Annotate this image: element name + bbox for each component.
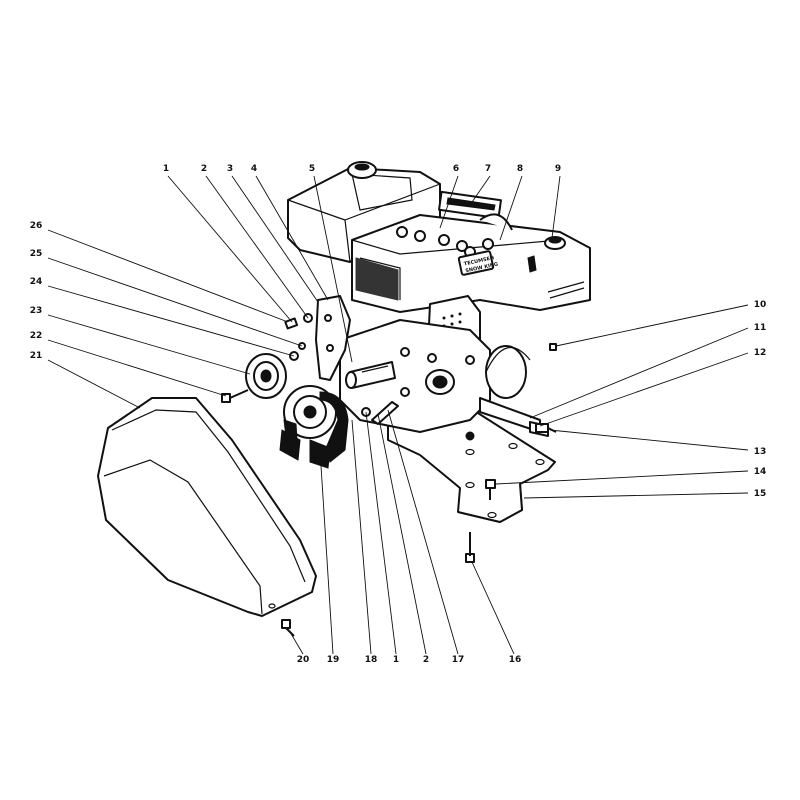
leader-16 (471, 561, 515, 655)
callout-24: 24 (30, 277, 43, 287)
callout-6: 6 (453, 164, 459, 174)
crankcase (339, 319, 549, 441)
leader-26 (47, 229, 289, 323)
belt-guard-cover (97, 397, 317, 617)
leader-18 (351, 419, 372, 655)
bolt-13 (535, 423, 557, 433)
callout-17: 17 (452, 655, 465, 665)
bolt-1 (284, 317, 299, 330)
callout-7: 7 (485, 164, 491, 174)
callout-numbers: 1 2 3 4 5 6 7 8 9 10 11 12 13 14 15 16 1… (30, 164, 767, 665)
crankshaft (345, 361, 396, 389)
leader-3 (231, 175, 319, 303)
leader-21 (47, 359, 141, 409)
callout-18: 18 (365, 655, 378, 665)
callout-11: 11 (754, 323, 767, 333)
leader-12 (539, 352, 749, 427)
bolt-20 (281, 619, 295, 637)
leader-4 (255, 175, 329, 301)
callout-16: 16 (509, 655, 522, 665)
callout-3: 3 (227, 164, 233, 174)
callout-26: 26 (30, 221, 43, 231)
callout-13: 13 (754, 447, 767, 457)
leader-23 (47, 314, 251, 375)
callout-2: 2 (201, 164, 207, 174)
bolt-14 (485, 479, 496, 500)
callout-12: 12 (754, 348, 767, 358)
callout-19: 19 (327, 655, 340, 665)
idler-pulley (245, 353, 287, 399)
leader-2-lower (377, 413, 427, 655)
leader-20 (289, 631, 304, 655)
leader-6 (439, 175, 459, 229)
leader-22 (47, 339, 227, 397)
callout-1: 1 (163, 164, 169, 174)
idler-bracket (315, 295, 351, 381)
callout-4: 4 (251, 164, 257, 174)
bolt-24 (221, 389, 249, 403)
callout-14: 14 (754, 467, 767, 477)
leader-lines (47, 175, 749, 655)
leader-25 (47, 257, 303, 347)
leader-1-lower (365, 411, 397, 655)
leader-24 (47, 285, 295, 357)
leader-14 (495, 470, 749, 485)
leader-5 (313, 175, 353, 363)
hardware-fasteners (221, 313, 557, 637)
leader-9 (551, 175, 561, 239)
engine-assembly-illustration: TECUMSEH SNOW KING (97, 161, 591, 637)
leader-1 (167, 175, 293, 323)
leader-11 (529, 327, 749, 419)
leader-15 (523, 492, 749, 499)
callout-1-lower: 1 (393, 655, 399, 665)
drive-pulley (283, 385, 349, 463)
callout-9: 9 (555, 164, 561, 174)
callout-20: 20 (297, 655, 310, 665)
leader-2 (205, 175, 309, 319)
leader-8 (499, 175, 523, 241)
callout-2-lower: 2 (423, 655, 429, 665)
callout-10: 10 (754, 300, 767, 310)
bolt-16 (465, 532, 475, 563)
callout-5: 5 (309, 164, 315, 174)
leader-13 (549, 429, 749, 451)
leader-10 (555, 304, 749, 347)
leader-7 (469, 175, 491, 206)
callout-25: 25 (30, 249, 43, 259)
leader-17 (387, 409, 459, 655)
callout-8: 8 (517, 164, 523, 174)
bolt-10 (549, 343, 557, 351)
mounting-base-plate (387, 407, 556, 523)
callout-23: 23 (30, 306, 43, 316)
callout-15: 15 (754, 489, 767, 499)
drive-belt (279, 429, 331, 469)
callout-21: 21 (30, 351, 43, 361)
callout-22: 22 (30, 331, 43, 341)
leader-19 (319, 449, 334, 655)
